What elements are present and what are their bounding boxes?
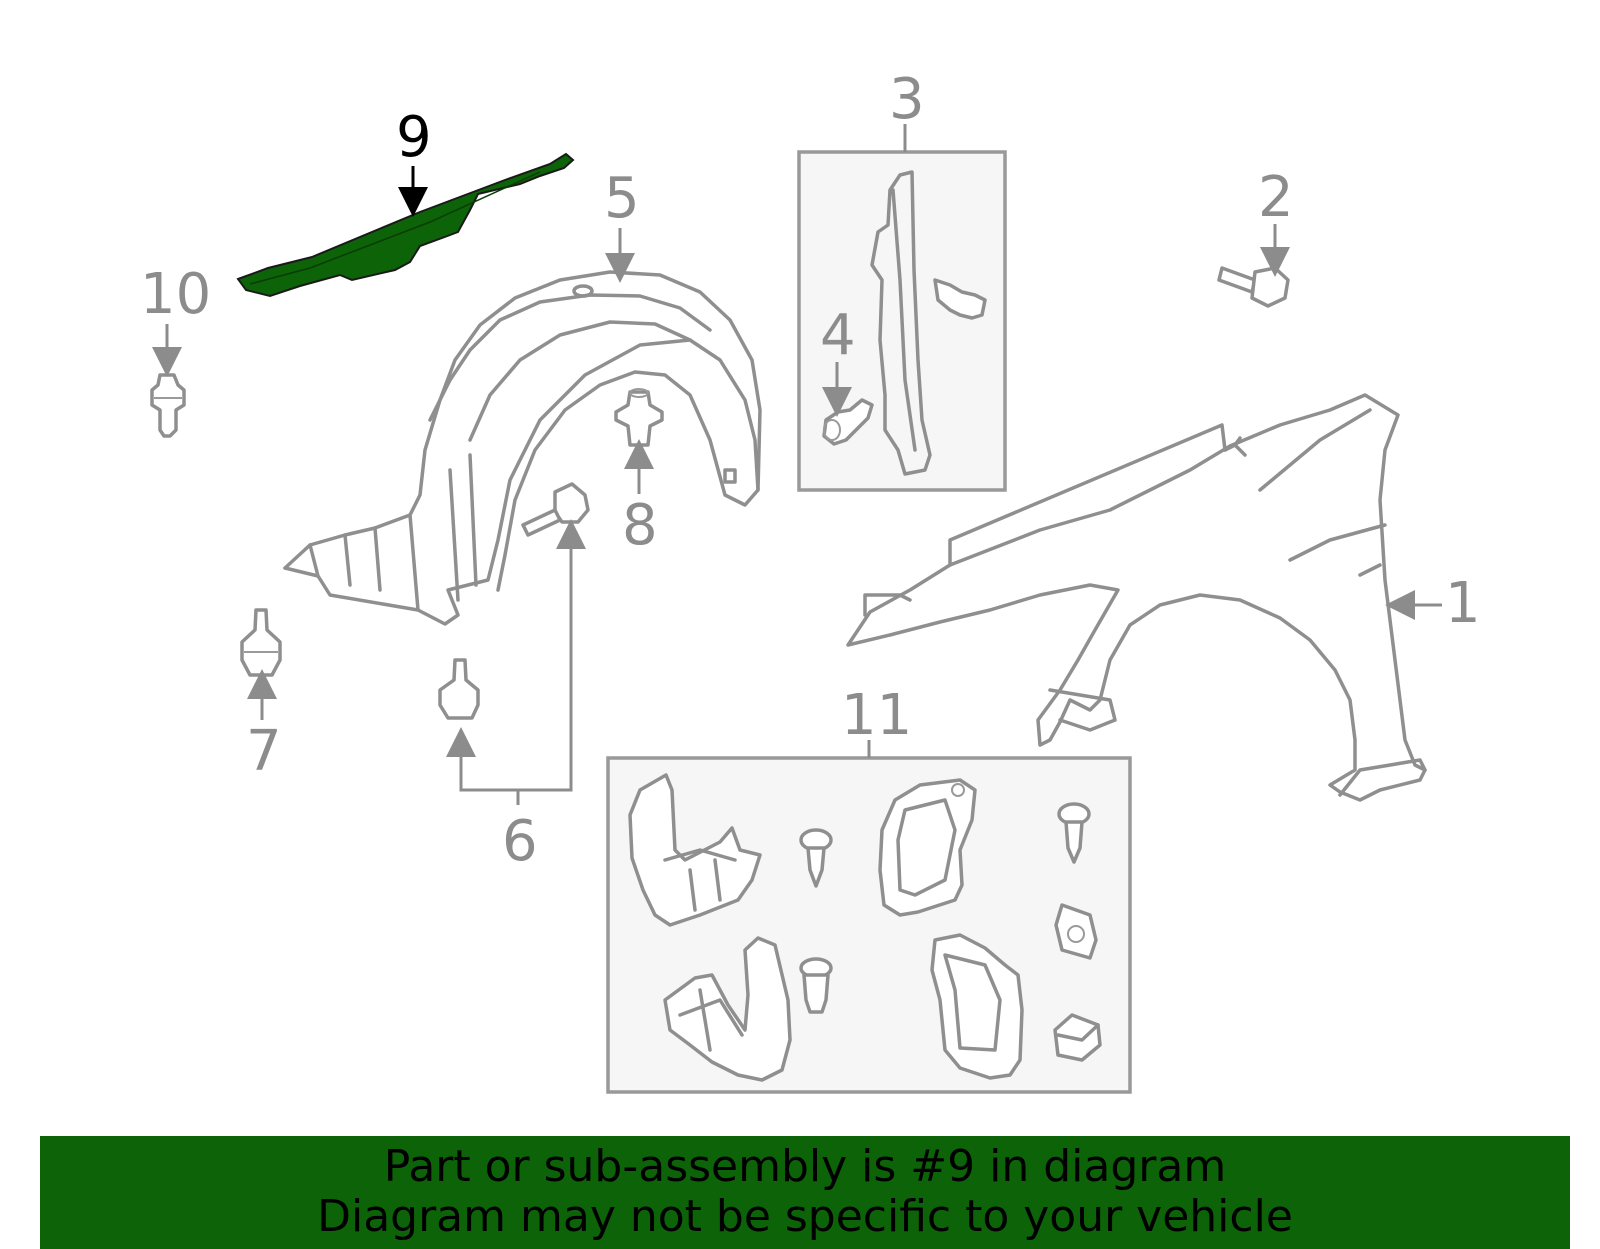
part-11-nut-2[interactable] bbox=[1053, 1013, 1102, 1062]
part-9-bracket[interactable] bbox=[236, 152, 575, 298]
part-11-mud-guard-front-left[interactable] bbox=[628, 773, 762, 927]
part-2-bolt[interactable] bbox=[1217, 266, 1290, 308]
parts-diagram: 9 10 5 8 6 7 bbox=[140, 67, 1481, 1094]
callout-10: 10 bbox=[140, 262, 211, 327]
callout-1: 1 bbox=[1445, 571, 1481, 636]
part-11-screw-2[interactable] bbox=[1057, 802, 1091, 864]
part-8-clip[interactable] bbox=[614, 388, 664, 447]
callout-3: 3 bbox=[889, 67, 925, 132]
part-11-splash-shield-rear-right[interactable] bbox=[930, 933, 1024, 1080]
part-5-fender-liner[interactable] bbox=[283, 270, 762, 626]
part-6-bolt-lower[interactable] bbox=[438, 658, 480, 720]
part-11-splash-shield-front-right[interactable] bbox=[878, 778, 977, 917]
part-3-bracket[interactable] bbox=[870, 170, 932, 476]
part-7-bolt[interactable] bbox=[240, 608, 282, 677]
callout-7: 7 bbox=[246, 719, 282, 784]
part-11-clip[interactable] bbox=[799, 957, 833, 1014]
callout-5: 5 bbox=[604, 166, 640, 231]
callout-6: 6 bbox=[502, 809, 538, 874]
part-11-screw-1[interactable] bbox=[799, 828, 833, 888]
callout-11: 11 bbox=[841, 683, 912, 748]
info-banner: Part or sub-assembly is #9 in diagram Di… bbox=[40, 1136, 1570, 1249]
callout-2: 2 bbox=[1258, 165, 1294, 230]
callout-9: 9 bbox=[396, 105, 432, 170]
callout-4: 4 bbox=[820, 303, 856, 368]
callout-8: 8 bbox=[622, 493, 658, 558]
banner-line-2: Diagram may not be specific to your vehi… bbox=[317, 1191, 1293, 1242]
part-11-mud-guard-rear-left[interactable] bbox=[663, 936, 792, 1082]
part-6-bolt-upper[interactable] bbox=[521, 482, 590, 537]
part-11-nut-1[interactable] bbox=[1054, 903, 1098, 960]
part-1-fender[interactable] bbox=[846, 393, 1427, 802]
part-10-clip[interactable] bbox=[150, 373, 186, 438]
callout-6-leader bbox=[459, 519, 586, 792]
banner-line-1: Part or sub-assembly is #9 in diagram bbox=[383, 1141, 1227, 1192]
part-3-clip[interactable] bbox=[933, 278, 987, 320]
